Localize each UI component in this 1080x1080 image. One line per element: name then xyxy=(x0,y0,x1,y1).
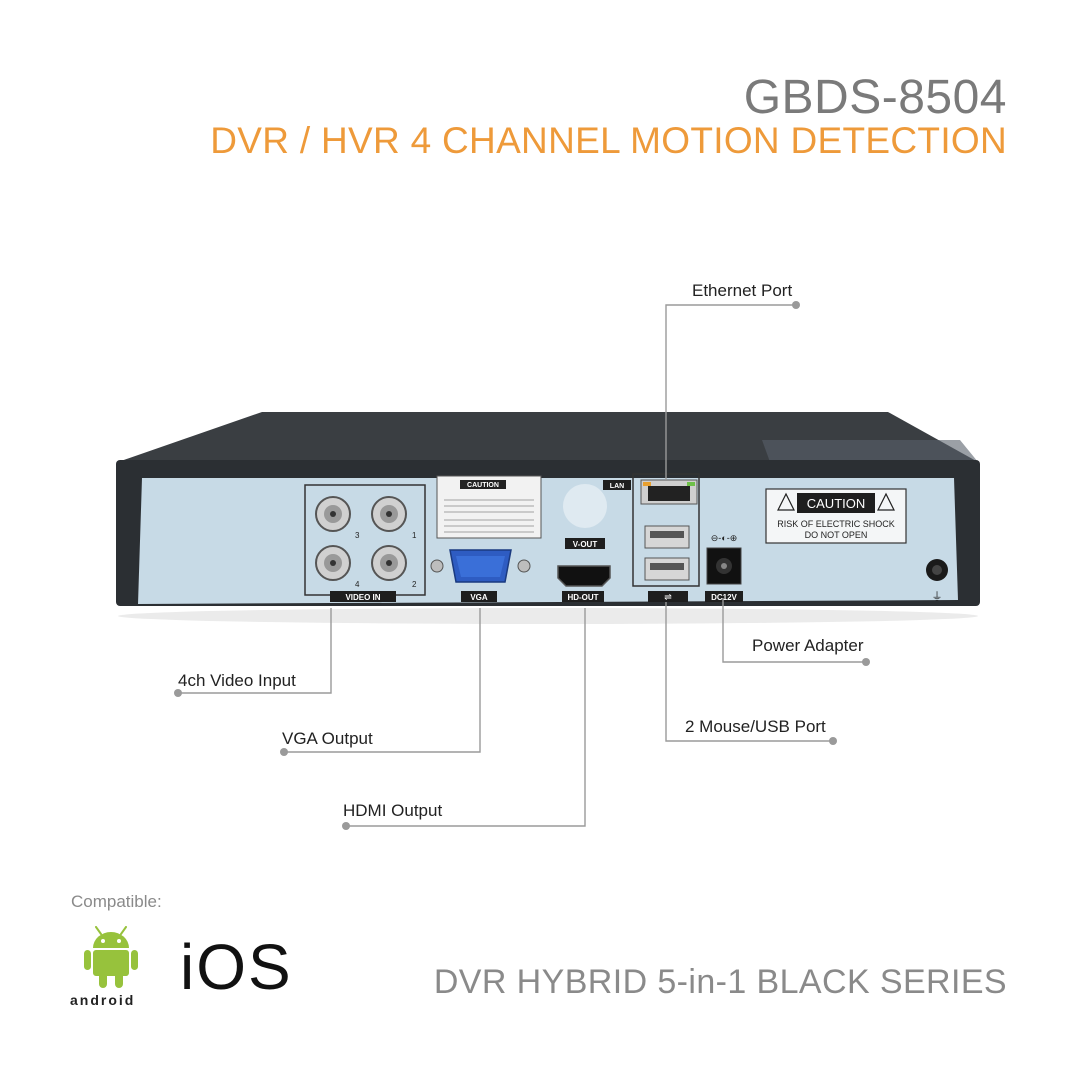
v-out-port xyxy=(563,484,607,528)
video-callout-dot xyxy=(174,689,182,697)
ethernet-port-label: Ethernet Port xyxy=(692,281,793,300)
dc12v-label: DC12V xyxy=(711,593,737,602)
usb-symbol-icon: ⇌ xyxy=(664,592,672,602)
caution-line-2: DO NOT OPEN xyxy=(805,530,868,540)
bnc-label-1: 1 xyxy=(412,531,417,540)
usb-port-label: 2 Mouse/USB Port xyxy=(685,717,826,736)
v-out-label: V-OUT xyxy=(573,540,598,549)
video-callout-line xyxy=(178,608,332,694)
power-callout-line xyxy=(722,598,866,663)
ios-wordmark: iOS xyxy=(180,931,293,1003)
vga-port xyxy=(430,549,531,583)
usb-callout-dot xyxy=(829,737,837,745)
bnc-label-4: 4 xyxy=(355,580,360,589)
hd-out-label: HD-OUT xyxy=(567,593,598,602)
lan-label: LAN xyxy=(610,483,624,490)
power-callout-dot xyxy=(862,658,870,666)
model-title: GBDS-8504 xyxy=(743,71,1007,124)
bnc-label-2: 2 xyxy=(412,580,417,589)
ethernet-callout-dot xyxy=(792,301,800,309)
android-robot-icon xyxy=(84,926,138,988)
vga-label: VGA xyxy=(470,593,488,602)
bnc-connector-1 xyxy=(371,496,407,532)
video-input-label: 4ch Video Input xyxy=(178,671,296,690)
usb-callout-line xyxy=(665,602,833,742)
power-adapter-label: Power Adapter xyxy=(752,636,864,655)
bnc-connectors xyxy=(315,496,407,581)
ground-icon: ⏚ xyxy=(932,590,943,603)
hdmi-callout-dot xyxy=(342,822,350,830)
bnc-connector-2 xyxy=(371,545,407,581)
hdmi-output-label: HDMI Output xyxy=(343,801,443,820)
caution-small-label: CAUTION xyxy=(467,482,499,489)
dvr-top-lid xyxy=(118,412,978,462)
series-title: DVR HYBRID 5-in-1 BLACK SERIES xyxy=(433,963,1007,1001)
bnc-connector-3 xyxy=(315,496,351,532)
ethernet-callout-line xyxy=(665,304,796,480)
video-in-label: VIDEO IN xyxy=(345,593,380,602)
hdmi-port xyxy=(557,565,611,587)
caution-label: CAUTION xyxy=(807,496,866,511)
vga-callout-dot xyxy=(280,748,288,756)
vga-output-label: VGA Output xyxy=(282,729,373,748)
caution-line-1: RISK OF ELECTRIC SHOCK xyxy=(777,519,895,529)
android-wordmark: android xyxy=(70,992,136,1008)
bnc-connector-4 xyxy=(315,545,351,581)
bnc-label-3: 3 xyxy=(355,531,360,540)
dc-polarity-icon: ⊖-◐-⊕ xyxy=(711,533,738,543)
hdmi-callout-line xyxy=(346,608,586,827)
compatible-label: Compatible: xyxy=(71,892,162,911)
vga-callout-line xyxy=(284,608,481,753)
product-subtitle: DVR / HVR 4 CHANNEL MOTION DETECTION xyxy=(210,120,1007,161)
